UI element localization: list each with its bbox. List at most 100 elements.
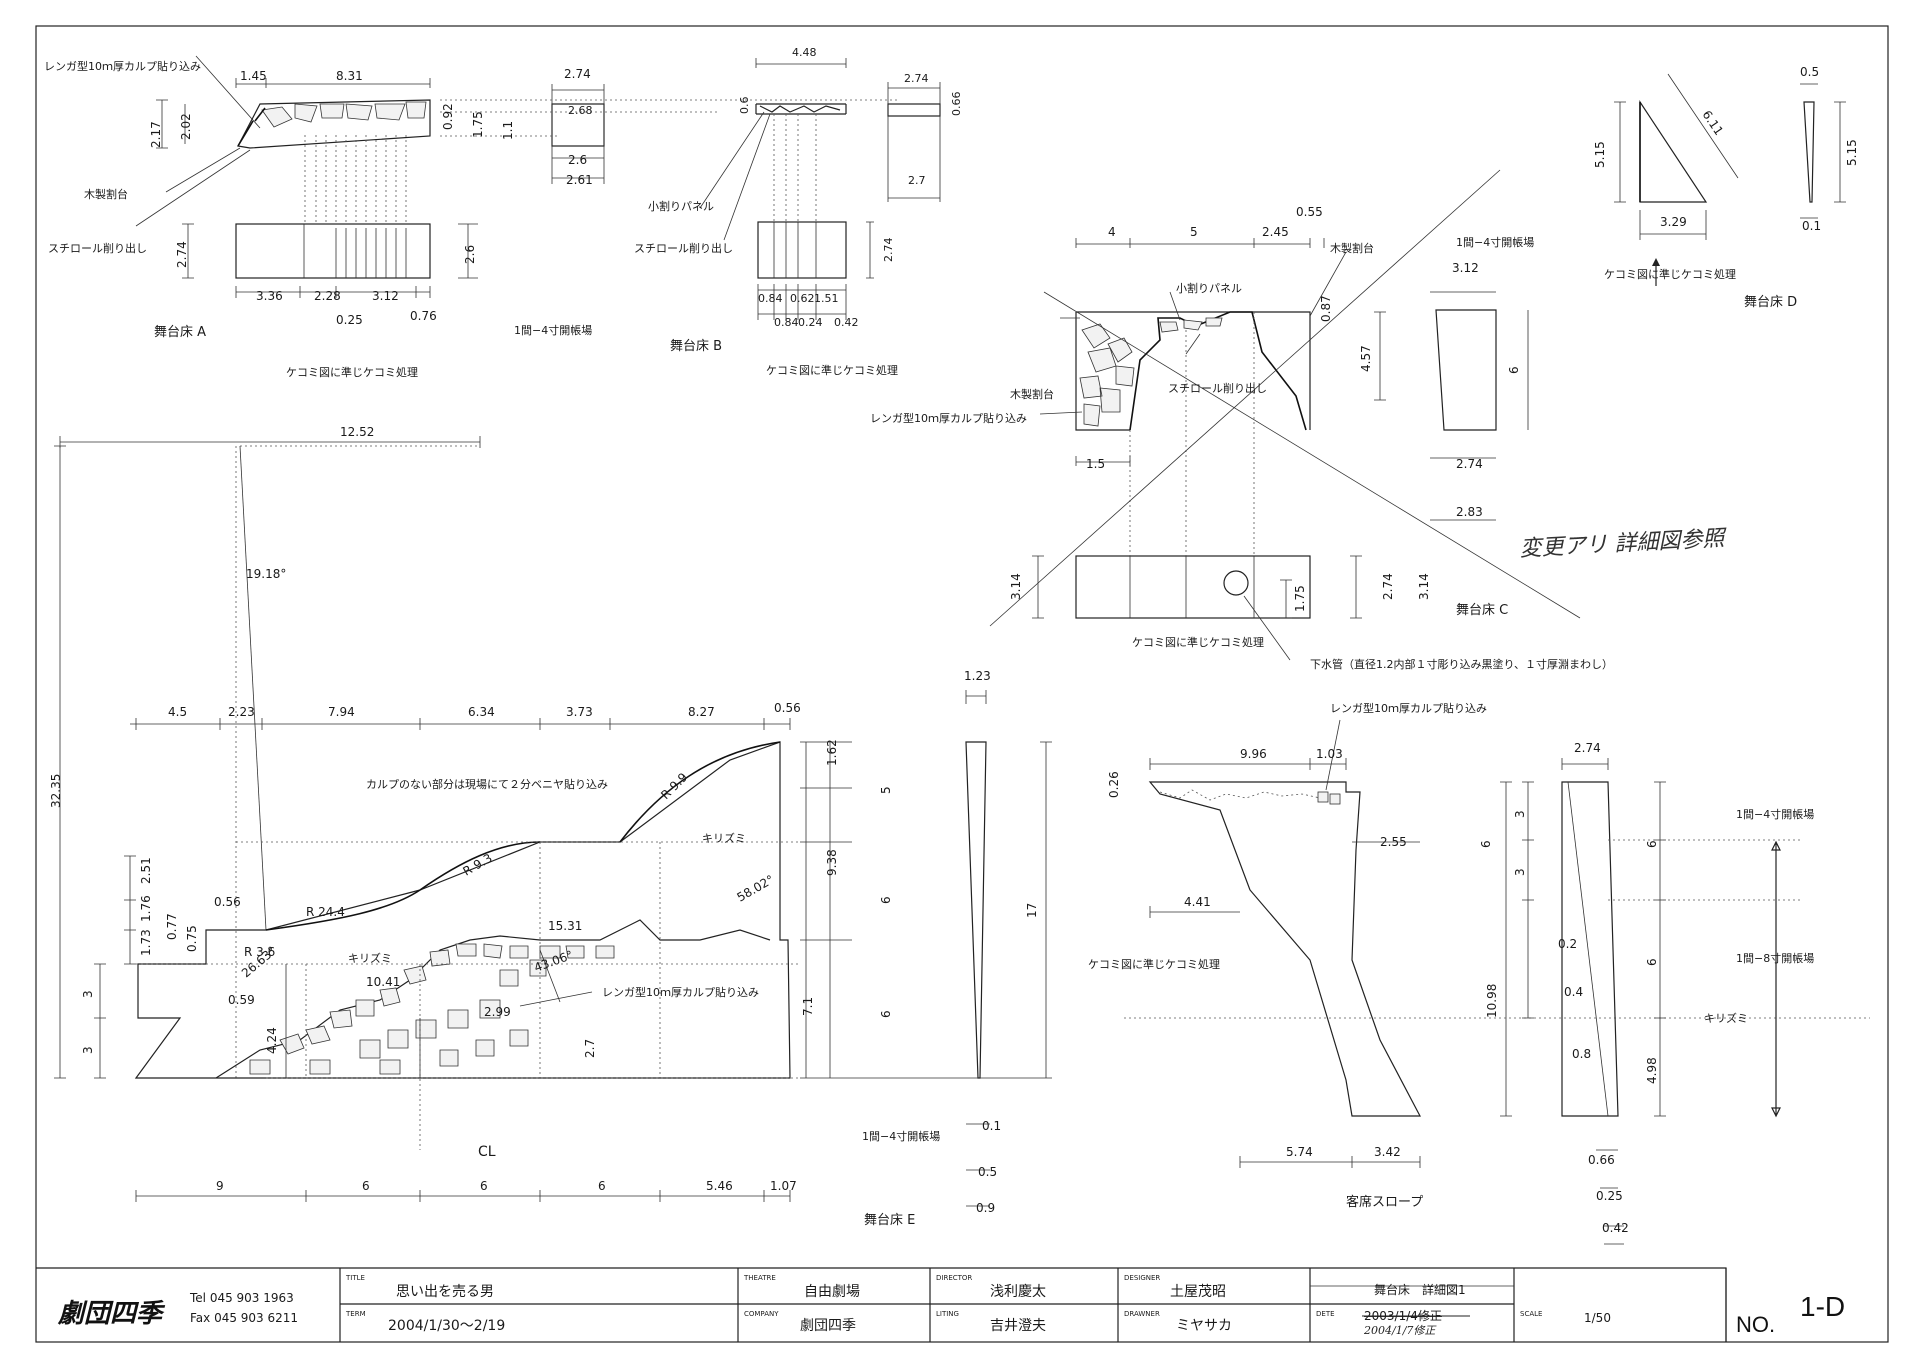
plan-c-note-kekomi: ケコミ図に準じケコミ処理 [1132,635,1264,649]
plan-c-note-panel: 小割りパネル [1176,281,1242,295]
plan-a-elev-left-dim [182,223,194,279]
plan-c [989,169,1581,661]
slope-dim: 3.42 [1374,1145,1401,1159]
plan-d-dim: 3.29 [1660,215,1687,229]
plan-e-radius: R 24.4 [306,905,345,919]
plan-b-side-dim: 0.66 [950,92,963,117]
slope-side-dim: 3 [1513,868,1527,876]
date-label: DETE [1316,1310,1335,1318]
plan-e-title: 舞台床 E [864,1213,915,1228]
plan-c-note-wood: 木製割台 [1330,241,1374,255]
plan-e-curve-2 [619,741,781,843]
slope-side-dim: 0.66 [1588,1153,1615,1167]
plan-e-stones [249,943,615,1075]
plan-b-note-panel: 小割りパネル [648,199,714,213]
plan-c-elev-lines [1129,556,1255,618]
plan-c-elev-right [1280,555,1362,619]
drawner-value: ミヤサカ [1176,1318,1232,1334]
slope-side-dim: 0.42 [1602,1221,1629,1235]
plan-e-left-dim: 1.73 [139,929,153,956]
plan-b-side [887,103,941,117]
plan-d-arrowhead [1652,258,1660,266]
designer-value: 土屋茂昭 [1170,1283,1226,1300]
plan-e-note-calp: カルプのない部分は現場にて２分ベニヤ貼り込み [366,777,608,791]
plan-d-dim: 6.11 [1700,108,1727,138]
slope-dim: 9.96 [1240,747,1267,761]
plan-a-dim: 0.25 [336,313,363,327]
slope-side-guides [1608,839,1800,901]
plan-a-dim: 3.36 [256,289,283,303]
plan-e-top-dim: 7.94 [328,705,355,719]
plan-b-dim: 0.24 [798,316,823,329]
plan-a-dim: 0.92 [441,103,455,130]
plan-e-cl: CL [478,1144,496,1160]
slope-top-dims [1149,758,1347,770]
plan-d-bottom-dim [1639,210,1707,240]
plan-e-top-dim: 0.56 [774,701,801,715]
plan-c-elev-left [1032,555,1044,619]
plan-a-side-dim: 2.6 [568,153,587,167]
plan-e-kirizumi: キリズミ [348,951,392,965]
plan-a-side-dim: 2.74 [564,67,591,81]
plan-c-dim: 4.57 [1359,345,1373,372]
plan-c-top-dim [1075,238,1325,248]
plan-e-top-dim: 2.23 [228,705,255,719]
theatre-value: 自由劇場 [804,1284,860,1300]
plan-b-dim: 4.48 [792,46,817,59]
plan-d-left-dim [1614,101,1626,203]
plan-d-title: 舞台床 D [1744,295,1797,310]
slope-note-open2: 1間−8寸開帳場 [1736,951,1814,965]
plan-a-note-brick: レンガ型10ｍ厚カルプ貼り込み [44,59,201,73]
slope-outline [1148,781,1421,1117]
plan-e-side-dims [965,690,990,1207]
plan-c-leaders [1039,251,1347,415]
slope-side-dim: 2.74 [1574,741,1601,755]
plan-d-diag-dim [1667,73,1739,179]
plan-a-leaders [135,55,261,227]
slope-note-brick: レンガ型10ｍ厚カルプ貼り込み [1330,701,1487,715]
plan-e-left-dim: 1.76 [139,895,153,922]
plan-d-dim: 5.15 [1593,141,1607,168]
plan-b-top [755,103,847,115]
plan-e-leaders [519,949,593,1007]
plan-c-side-dim: 6 [1507,366,1521,374]
plan-c-title: 舞台床 C [1456,603,1508,618]
plan-b-side-dims [887,82,941,202]
plan-b-top-dim [755,58,847,68]
plan-e-bottom-dim: 6 [598,1179,606,1193]
slope-side-dim: 6 [1479,840,1493,848]
tel: Tel 045 903 1963 [189,1291,294,1305]
plan-c-inner-edge [1129,311,1307,431]
slope-dim: 2.55 [1380,835,1407,849]
title-block-top [36,1267,1727,1342]
plan-d-side-dims [1800,83,1846,219]
slope-open-arrow [1771,840,1781,1118]
plan-c-stones [1079,317,1223,427]
plan-e-side-dim: 0.9 [976,1201,995,1215]
plan-a-guide [440,99,900,137]
plan-d [1614,73,1846,286]
designer-label: DESIGNER [1124,1274,1160,1282]
slope-dim: 4.41 [1184,895,1211,909]
plan-e-side [965,741,987,1079]
plan-b-dim: 2.74 [882,238,895,263]
plan-c-dim: 4 [1108,225,1116,239]
plan-e-inner-dim: 7.1 [801,997,815,1016]
plan-b-projection [773,114,817,222]
slope-leader [1325,719,1341,791]
slope-side [1561,781,1619,1117]
plan-c-note-styro: スチロール削り出し [1168,381,1267,395]
plan-c-dim: 1.5 [1086,457,1105,471]
plan-b-side-dim: 2.7 [908,174,926,187]
plan-b-note-styro: スチロール削り出し [634,241,733,255]
plan-e-bottom-dim: 6 [480,1179,488,1193]
plan-e-right-dims [800,741,1052,1079]
plan-a-dim: 1.1 [501,121,515,140]
plan-e-right-dim: 9.38 [825,849,839,876]
plan-a-side-dim: 2.61 [566,173,593,187]
plan-a-note-opening: 1間−4寸開帳場 [514,323,592,337]
slope-side-dim: 6 [1645,958,1659,966]
slope-kirizumi: キリズミ [1704,1011,1748,1025]
plan-c-side [1435,309,1497,431]
no-label: NO. [1736,1312,1775,1337]
